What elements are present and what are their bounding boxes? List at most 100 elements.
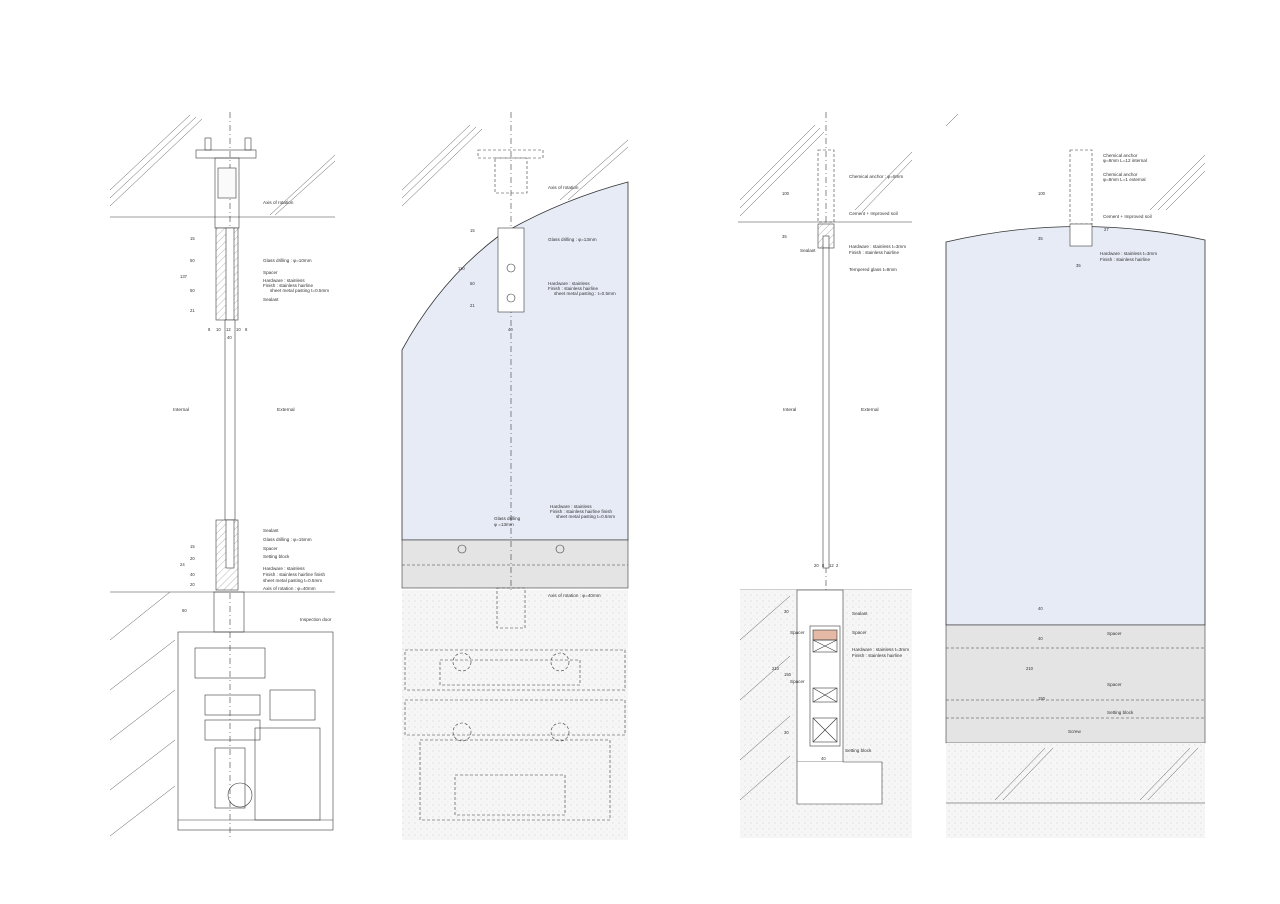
bolt [244,137,252,151]
label-hardware: Hardware : stainless [263,278,305,283]
label-glass-drilling-size: φ =13mm [494,522,514,527]
rotation-shaft-housing [213,591,245,633]
label-hardware: Hardware : stainless [548,281,590,286]
panel-2-annotations: Axis of rotation Glass drilling : φ=13mm… [458,185,616,598]
hatch-lines-top [739,124,913,217]
label-hardware-sheet: sheet metal pasting t=0.5mm [270,288,329,293]
label-internal: Internal [173,407,189,413]
dim: 2 [836,563,839,568]
dim: 150 [784,672,792,677]
dim: 15 [470,228,475,233]
label-chemical-anchor-2: Chemical anchor [1103,172,1138,177]
dim: 150 [1038,696,1046,701]
label-spacer-left: Spacer [790,630,805,635]
label-glass-drilling-bottom: Glass drilling : φ=15mm [263,537,312,542]
panel-4-annotations: Chemical anchor φ=8mm L=12 internal Chem… [1026,153,1157,734]
dim: 60 [182,608,187,613]
dim: 21 [190,308,195,313]
label-glass-drilling-bottom: Glass drilling [494,516,521,521]
chemical-anchor [817,149,835,223]
dim: 12 [226,327,231,332]
bolt [204,137,212,151]
setting-block [812,717,838,743]
dim: 210 [1026,666,1034,671]
dim: 110 [458,266,465,271]
label-hardware-bottom: Hardware : stainless [263,566,305,571]
dim: 20 [190,582,195,587]
dim: 27 [1104,227,1109,232]
panel-3-annotations: Interal External Chemical anchor : φ=8mm… [772,174,909,761]
drill-hole [555,544,565,554]
ground-fill [946,743,1205,838]
dim: 40 [227,335,232,340]
panel-3-fixed-section [738,112,913,840]
dim: 50 [470,281,475,286]
label-axis-of-rotation: Axis of rotation [548,185,579,190]
dim: 20 [814,563,819,568]
control-box [254,727,321,821]
label-hardware-finish-bottom: Finish : stainless hairline finish [263,572,325,577]
label-setting-block: Setting block [845,748,872,753]
panel-4-fixed-elevation [945,113,1206,838]
label-sealant: Sealant [263,297,279,302]
dim: 40 [190,572,195,577]
tempered-glass [822,247,830,569]
label-hardware-finish-bottom: Finish : stainless hairline finish [550,509,612,514]
hinge-inner [217,167,237,199]
glass-slot-bottom [225,519,235,569]
channel-slot [822,235,830,249]
label-internal: Interal [783,407,796,413]
label-chemical-anchor: Chemical anchor : φ=8mm [849,174,903,179]
dim: 40 [821,756,826,761]
hinge-body [494,157,528,194]
label-hardware-sheet-bottom: sheet metal pasting t=0.5mm [556,514,615,519]
label-spacer-left-2: Spacer [790,679,805,684]
dim: 100 [782,191,790,196]
label-spacer-bottom: Spacer [263,546,278,551]
glass-slot [225,227,235,321]
dim: 24 [180,562,185,567]
top-clamp [497,227,525,313]
lower-bearing [214,747,246,809]
glass-pane [224,319,236,521]
label-hardware-finish: Finish : stainless hairline [1100,257,1150,262]
drill-hole [457,544,467,554]
dim: 40 [508,327,513,332]
label-hardware-bottom: Hardware : stainless t=3mm [852,647,909,652]
dim: 10 [236,327,241,332]
dim: 8 [245,327,248,332]
dim: 8 [208,327,211,332]
label-external: External [277,407,295,413]
glass-area [945,226,1206,626]
dashed-machinery [404,587,626,821]
label-setting-block: Setting block [263,554,290,559]
label-hardware-finish: Finish : stainless hairline [263,283,313,288]
hatch-lines-top [109,114,336,216]
panel-1-rotating-hinge-section [109,112,336,840]
dim: 30 [784,609,789,614]
top-plate [195,149,257,159]
drill-hole [506,293,516,303]
dim: 50 [190,258,195,263]
label-tempered-glass: Tempered glass t=8mm [849,267,897,272]
hatch-lines-top [401,124,629,207]
panel-1-annotations: Internal External Axis of rotation Glass… [173,200,332,622]
motor [269,689,316,721]
label-cement: Cement + Improved soil [849,211,898,216]
label-chemical-anchor: Chemical anchor [1103,153,1138,158]
label-inspection-door: Inspection door [300,617,332,622]
chemical-anchor [1069,149,1093,225]
label-sealant: Sealant [852,611,868,616]
label-setting-block: Setting block [1107,710,1134,715]
dim: 50 [190,288,195,293]
pulley [227,782,253,808]
top-channel [1069,223,1093,247]
hatch-lines-bottom [109,591,176,837]
spacer-block [812,639,838,653]
coupling [204,719,261,741]
ground-fill [402,590,628,840]
label-hardware: Hardware : stainless t=3mm [1100,251,1157,256]
label-spacer-1: Spacer [1107,631,1122,636]
label-hardware-sheet-bottom: sheet metal pasting t=0.5mm [263,578,322,583]
label-hardware-sheet: sheet metal pasting : t=0.5mm [554,291,616,296]
